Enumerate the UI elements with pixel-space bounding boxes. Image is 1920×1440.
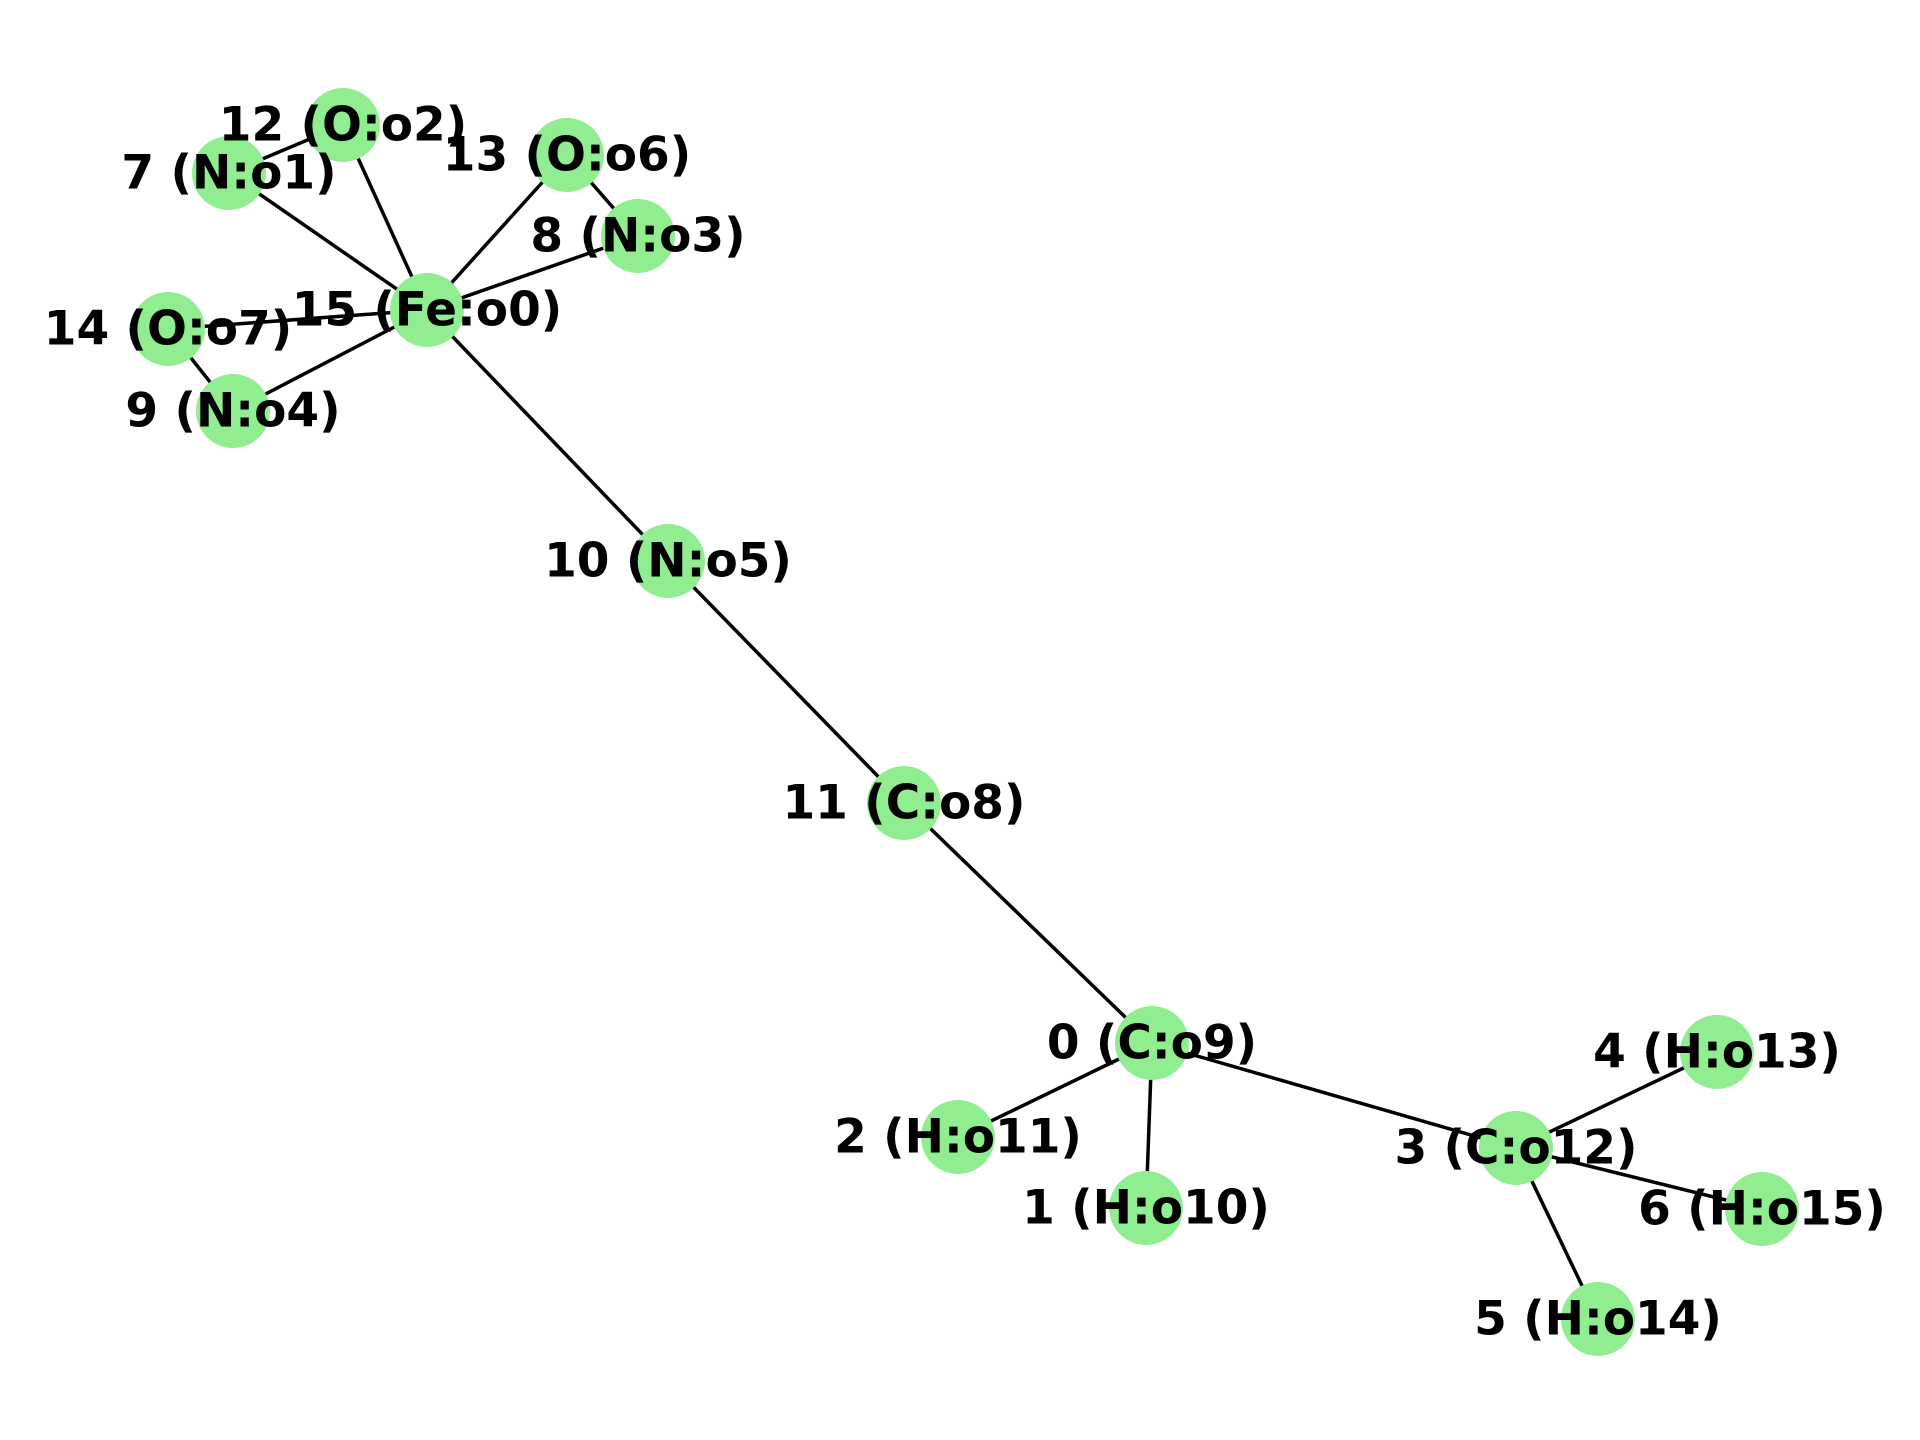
- node-5: [1561, 1282, 1635, 1356]
- node-12: [306, 88, 380, 162]
- edge-0-3: [1151, 1041, 1517, 1150]
- node-label-9: 9 (N:o4): [125, 384, 340, 439]
- node-8: [601, 199, 675, 273]
- node-3: [1479, 1111, 1553, 1185]
- nodes-layer: [131, 88, 1799, 1356]
- edge-3-6: [1515, 1146, 1763, 1211]
- node-label-15: 15 (Fe:o0): [292, 283, 563, 338]
- edge-15-8: [426, 234, 639, 312]
- labels-layer: 0 (C:o9) 1 (H:o10) 2 (H:o11) 3 (C:o12) 4 (H:…: [44, 98, 1886, 1347]
- node-label-11: 11 (C:o8): [782, 776, 1025, 831]
- edge-11-0: [902, 801, 1154, 1045]
- node-label-8: 8 (N:o3): [530, 209, 745, 264]
- node-15: [390, 273, 464, 347]
- node-10: [631, 524, 705, 598]
- node-label-12: 12 (O:o2): [219, 98, 467, 153]
- edge-15-10: [425, 308, 670, 563]
- node-label-4: 4 (H:o13): [1593, 1025, 1841, 1080]
- node-label-7: 7 (N:o1): [121, 146, 336, 201]
- node-label-0: 0 (C:o9): [1047, 1016, 1257, 1071]
- node-label-5: 5 (H:o14): [1474, 1292, 1722, 1347]
- node-label-14: 14 (O:o7): [44, 302, 292, 357]
- node-2: [921, 1100, 995, 1174]
- edge-15-14: [167, 308, 428, 331]
- node-0: [1115, 1006, 1189, 1080]
- node-label-3: 3 (C:o12): [1394, 1121, 1637, 1176]
- node-4: [1680, 1015, 1754, 1089]
- node-1: [1109, 1171, 1183, 1245]
- node-label-2: 2 (H:o11): [834, 1110, 1082, 1165]
- node-7: [192, 136, 266, 210]
- node-label-10: 10 (N:o5): [544, 534, 792, 589]
- node-6: [1725, 1172, 1799, 1246]
- node-label-13: 13 (O:o6): [443, 128, 691, 183]
- node-11: [867, 766, 941, 840]
- edge-3-4: [1515, 1050, 1718, 1150]
- edge-15-7: [228, 171, 428, 312]
- node-14: [131, 292, 205, 366]
- node-13: [530, 118, 604, 192]
- edge-10-11: [666, 559, 906, 805]
- node-label-6: 6 (H:o15): [1638, 1182, 1886, 1237]
- node-9: [196, 374, 270, 448]
- node-label-1: 1 (H:o10): [1022, 1181, 1270, 1236]
